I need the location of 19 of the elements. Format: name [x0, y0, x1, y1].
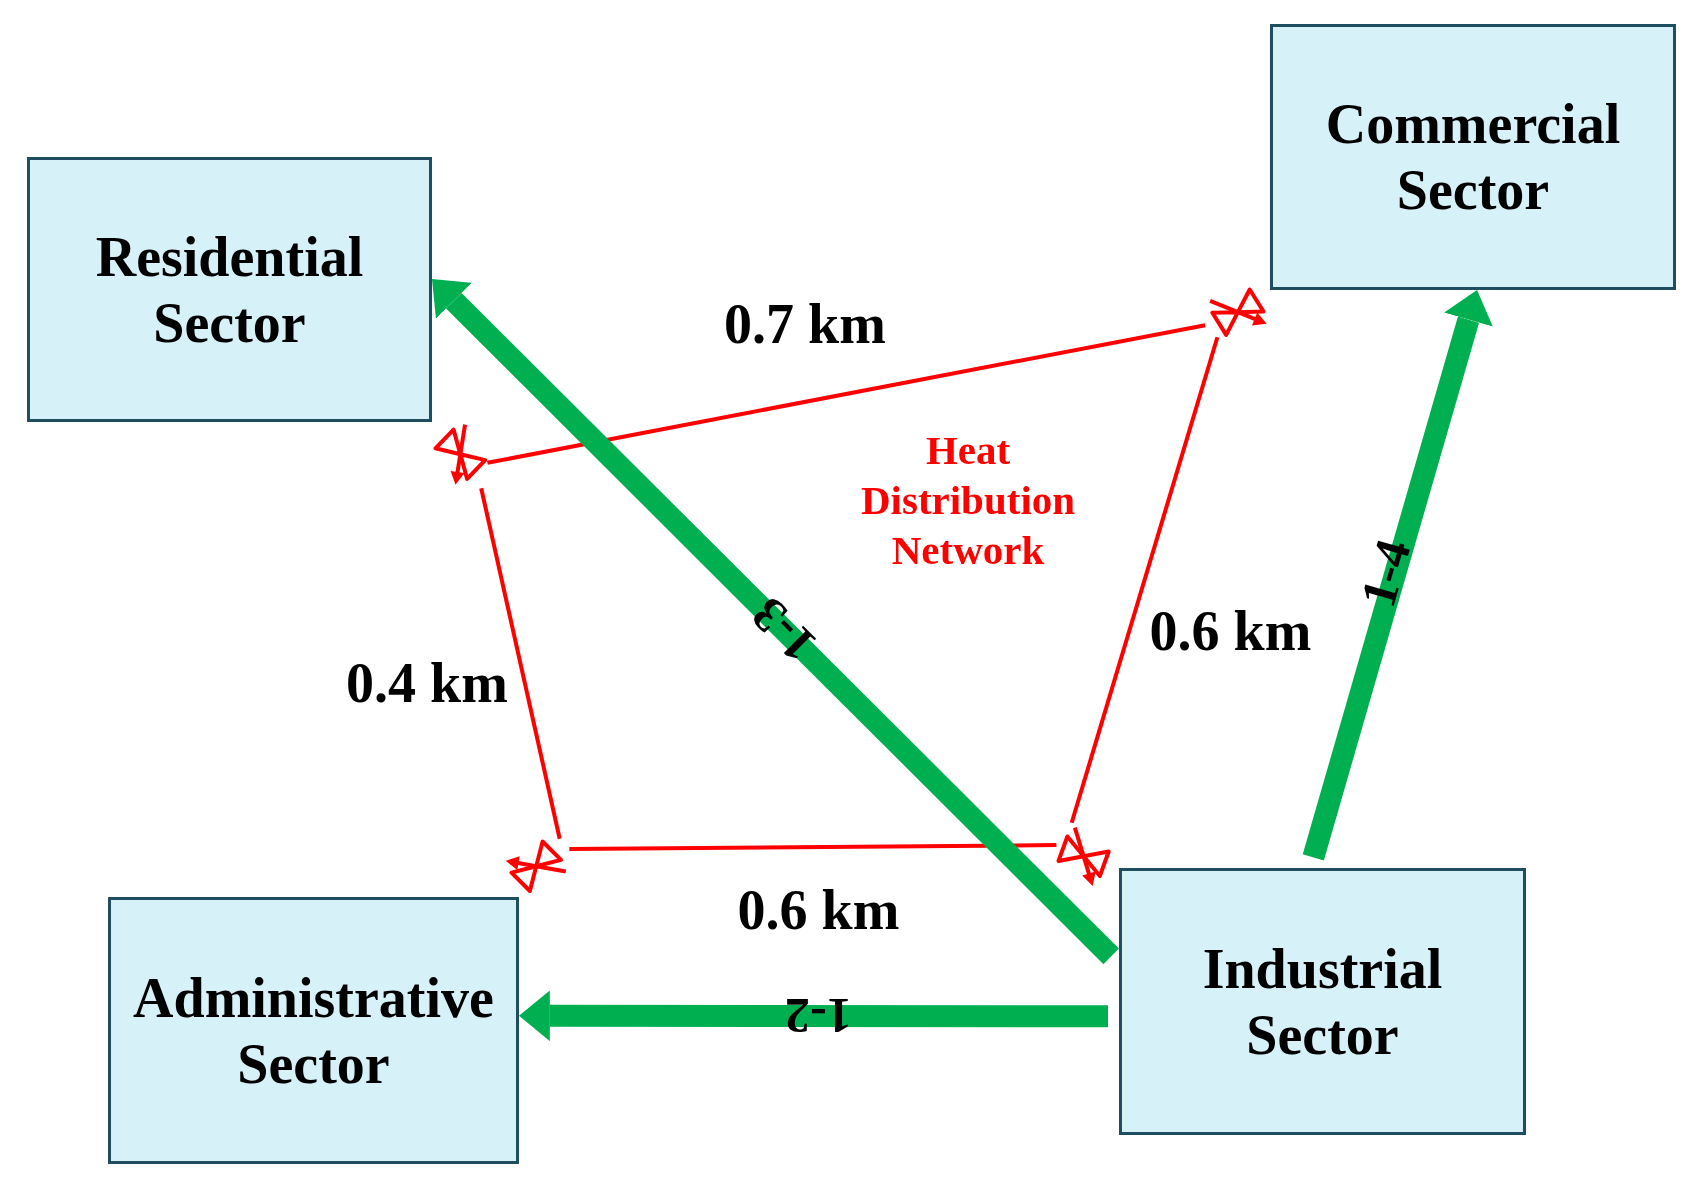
edge-label: 1-2 — [784, 991, 852, 1041]
edge-label: 0.7 km — [724, 295, 886, 352]
arrow — [432, 278, 1119, 965]
edge-label: 1-3 — [742, 588, 825, 671]
connector-line — [1069, 336, 1220, 824]
sector-box: Residential Sector — [27, 157, 432, 422]
connector-line — [487, 323, 1206, 465]
connector-line — [569, 843, 1057, 851]
sector-box: Industrial Sector — [1119, 868, 1526, 1135]
sector-box: Administrative Sector — [108, 897, 519, 1164]
sector-box: Commercial Sector — [1270, 24, 1676, 290]
connector-line — [479, 487, 562, 840]
label-text: Heat Distribution Network — [859, 426, 1077, 575]
edge-label: 0.4 km — [346, 655, 508, 711]
edge-label: 1-4 — [1352, 534, 1419, 612]
edge-label: 0.6 km — [737, 882, 900, 938]
arrow — [1302, 290, 1493, 861]
edge-label: 0.6 km — [1149, 602, 1312, 659]
arrow — [519, 990, 1108, 1042]
